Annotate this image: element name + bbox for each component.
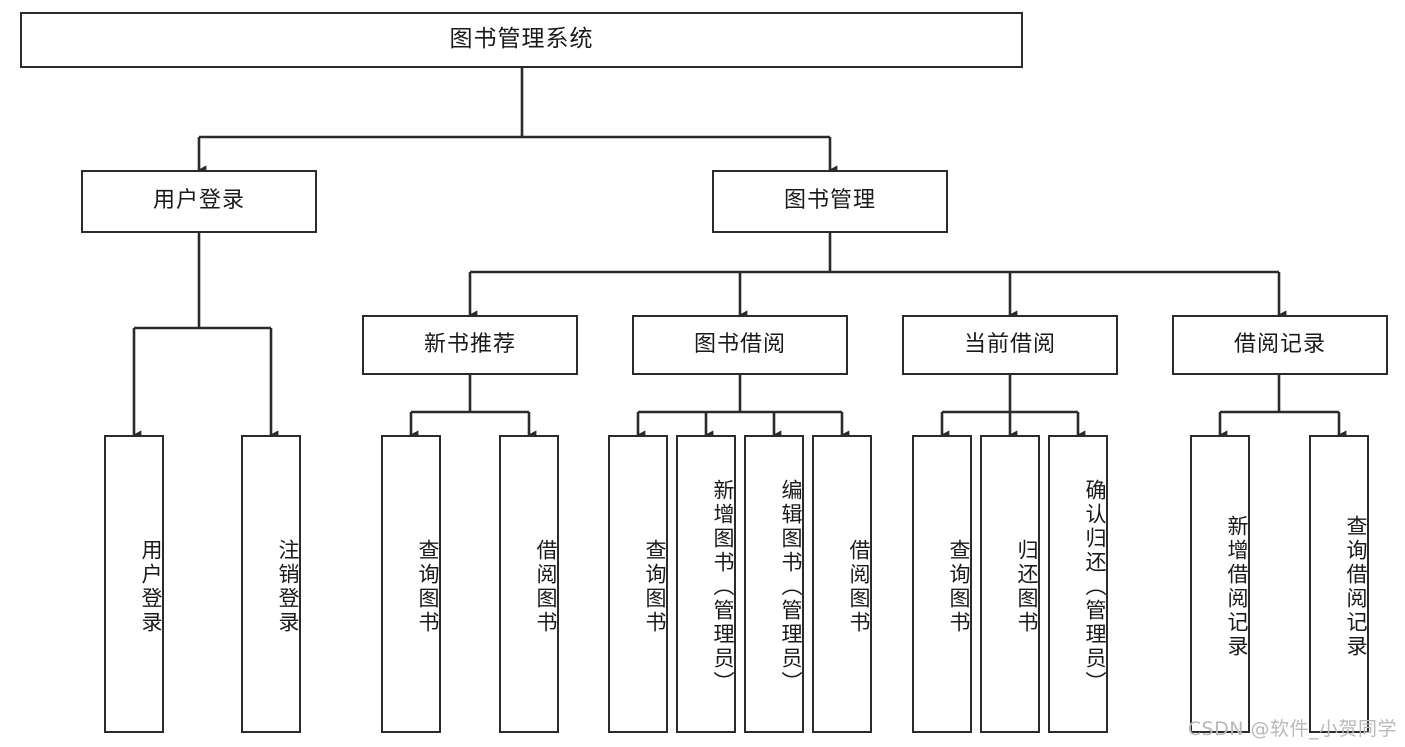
leaf-confirm-return-admin[interactable]: 确认归还（管理员） (1048, 435, 1108, 733)
leaf-label: 借阅图书 (847, 539, 871, 635)
leaf-label: 用户登录 (139, 539, 163, 635)
leaf-label: 查询图书 (643, 539, 667, 635)
node-root[interactable]: 图书管理系统 (20, 12, 1023, 68)
leaf-label: 归还图书 (1015, 539, 1039, 635)
leaf-label: 查询图书 (416, 539, 440, 635)
leaf-label: 新增借阅记录 (1225, 515, 1249, 659)
node-user-login[interactable]: 用户登录 (81, 170, 317, 233)
node-borrow-records[interactable]: 借阅记录 (1172, 315, 1388, 375)
leaf-edit-book-admin[interactable]: 编辑图书（管理员） (744, 435, 804, 733)
leaf-label: 确认归还（管理员） (1083, 479, 1107, 695)
leaf-return-books[interactable]: 归还图书 (980, 435, 1040, 733)
leaf-user-logout[interactable]: 注销登录 (241, 435, 301, 733)
leaf-query-borrow-record[interactable]: 查询借阅记录 (1309, 435, 1369, 733)
leaf-label: 查询图书 (947, 539, 971, 635)
leaf-query-books-recommend[interactable]: 查询图书 (381, 435, 441, 733)
leaf-label: 借阅图书 (534, 539, 558, 635)
node-current-borrow[interactable]: 当前借阅 (902, 315, 1118, 375)
node-new-book-recommend[interactable]: 新书推荐 (362, 315, 578, 375)
leaf-add-borrow-record[interactable]: 新增借阅记录 (1190, 435, 1250, 733)
leaf-query-books-current[interactable]: 查询图书 (912, 435, 972, 733)
leaf-label: 新增图书（管理员） (711, 479, 735, 695)
leaf-label: 编辑图书（管理员） (779, 479, 803, 695)
leaf-borrow-books[interactable]: 借阅图书 (812, 435, 872, 733)
leaf-label: 注销登录 (276, 539, 300, 635)
leaf-label: 查询借阅记录 (1344, 515, 1368, 659)
leaf-query-books-borrow[interactable]: 查询图书 (608, 435, 668, 733)
leaf-borrow-books-recommend[interactable]: 借阅图书 (499, 435, 559, 733)
leaf-add-book-admin[interactable]: 新增图书（管理员） (676, 435, 736, 733)
node-book-borrow[interactable]: 图书借阅 (632, 315, 848, 375)
node-book-management[interactable]: 图书管理 (712, 170, 948, 233)
leaf-user-login[interactable]: 用户登录 (104, 435, 164, 733)
